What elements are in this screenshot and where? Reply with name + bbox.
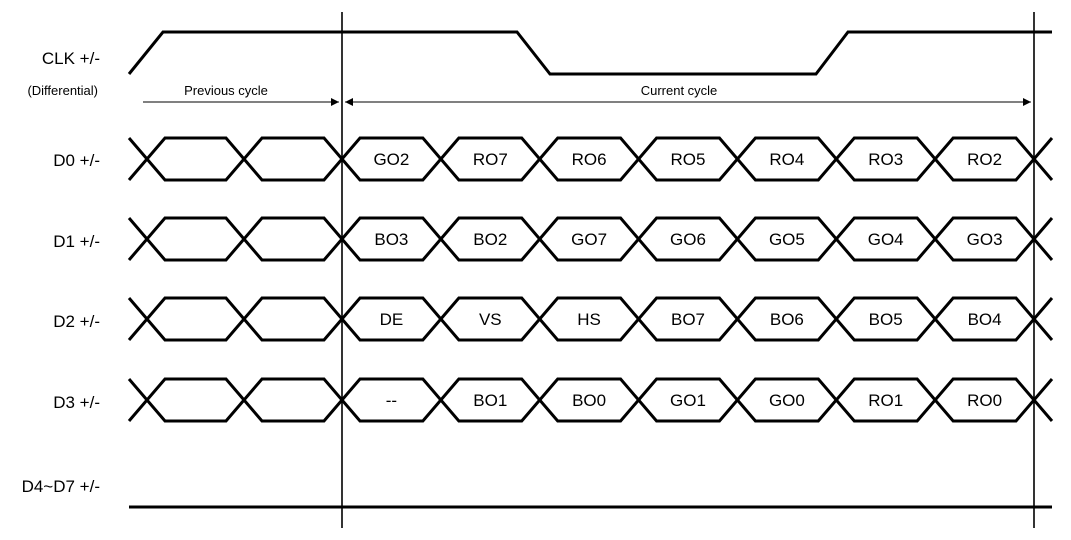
bit-cell-label: BO1: [473, 391, 507, 410]
bit-cell-label: GO4: [868, 230, 904, 249]
bit-cell-label: RO5: [671, 150, 706, 169]
lane-d3: D3 +/- -- BO1 BO0 GO1 GO0 RO1 RO0: [53, 377, 1054, 423]
current-cycle-label: Current cycle: [641, 83, 718, 98]
lane-d1: D1 +/- BO3 BO2 GO7 GO6 GO5 GO4 GO3: [53, 216, 1054, 262]
bit-cell-label: BO4: [968, 310, 1002, 329]
bit-cell-label: BO3: [374, 230, 408, 249]
lane-label: D2 +/-: [53, 312, 100, 331]
bit-cell-label: HS: [577, 310, 601, 329]
bit-cell-label: RO1: [868, 391, 903, 410]
bit-cell-label: DE: [380, 310, 404, 329]
bit-cell-label: --: [386, 391, 397, 410]
bit-cell-label: BO0: [572, 391, 606, 410]
bit-cell-label: GO1: [670, 391, 706, 410]
bit-cell-label: RO7: [473, 150, 508, 169]
clock-waveform: [127, 30, 1052, 76]
bit-cell-label: GO2: [373, 150, 409, 169]
clock-sublabel: (Differential): [27, 83, 98, 98]
idle-lane-label: D4~D7 +/-: [22, 477, 100, 496]
previous-cycle-label: Previous cycle: [184, 83, 268, 98]
bit-cell-label: RO0: [967, 391, 1002, 410]
lane-waveform: [127, 296, 1054, 342]
bit-cell-label: RO4: [769, 150, 804, 169]
bit-cell-label: BO6: [770, 310, 804, 329]
bit-cell-label: GO3: [967, 230, 1003, 249]
lane-waveform: [127, 296, 1054, 342]
lane-waveform: [127, 136, 1054, 182]
lane-waveform: [127, 377, 1054, 423]
lane-label: D3 +/-: [53, 393, 100, 412]
bit-cell-label: GO5: [769, 230, 805, 249]
bit-cell-label: GO0: [769, 391, 805, 410]
lane-waveform: [127, 377, 1054, 423]
lane-d0: D0 +/- GO2 RO7 RO6 RO5 RO4 RO3 RO2: [53, 136, 1054, 182]
lane-waveform: [127, 216, 1054, 262]
bit-cell-label: BO7: [671, 310, 705, 329]
bit-cell-label: BO2: [473, 230, 507, 249]
lane-label: D1 +/-: [53, 232, 100, 251]
lane-waveform: [127, 136, 1054, 182]
lane-waveform: [127, 216, 1054, 262]
bit-cell-label: RO6: [572, 150, 607, 169]
clock-label: CLK +/-: [42, 49, 100, 68]
bit-cell-label: RO3: [868, 150, 903, 169]
bit-cell-label: RO2: [967, 150, 1002, 169]
lane-d2: D2 +/- DE VS HS BO7 BO6 BO5 BO4: [53, 296, 1054, 342]
bit-cell-label: GO7: [571, 230, 607, 249]
bit-cell-label: VS: [479, 310, 502, 329]
lane-label: D0 +/-: [53, 151, 100, 170]
bit-cell-label: BO5: [869, 310, 903, 329]
bit-cell-label: GO6: [670, 230, 706, 249]
